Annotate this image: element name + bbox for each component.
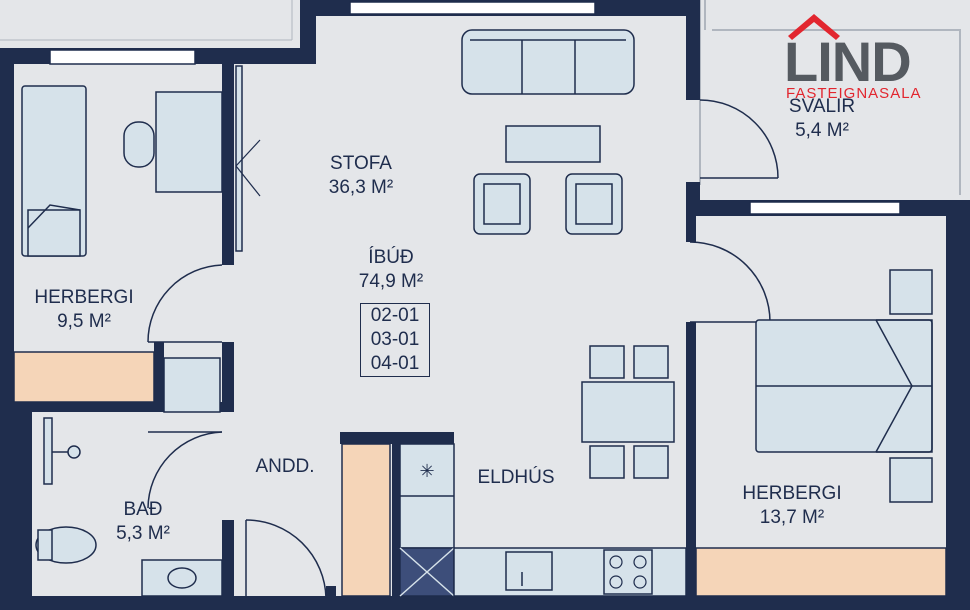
window [749, 201, 901, 215]
room-area: 9,5 M² [57, 311, 111, 332]
company-logo: LIND FASTEIGNASALA [784, 10, 934, 105]
wall [154, 342, 164, 412]
room-label-svalir: SVALIR 5,4 M² [789, 95, 855, 143]
door-swing [689, 241, 771, 323]
door-swing [147, 431, 223, 509]
room-area: 36,3 M² [328, 177, 394, 198]
closet-door [235, 65, 243, 252]
kitchen-column [341, 443, 391, 597]
wall [14, 402, 32, 600]
windows [49, 1, 901, 215]
room-name: BAÐ [123, 499, 163, 520]
room-name: HERBERGI [34, 287, 134, 308]
chair [589, 445, 625, 479]
sink [505, 551, 553, 591]
room-label-stofa: STOFA 36,3 M² [329, 152, 393, 200]
closet-lines [235, 139, 261, 197]
room-name: ELDHÚS [477, 467, 555, 488]
roof-icon [788, 14, 840, 40]
wall [300, 0, 316, 52]
room-name: ANDD. [255, 456, 315, 477]
logo-subtitle: FASTEIGNASALA [786, 85, 922, 102]
wall [222, 520, 234, 600]
chair [123, 121, 155, 168]
door-swing [147, 264, 223, 343]
furniture [13, 29, 947, 597]
room-area: 5,4 M² [795, 120, 849, 141]
chair [589, 345, 625, 379]
nightstand [889, 269, 933, 315]
room-name: HERBERGI [742, 483, 842, 504]
wall [0, 596, 970, 610]
room-area: 13,7 M² [759, 507, 825, 528]
wall [946, 200, 970, 610]
room-name: SVALIR [788, 96, 856, 117]
dining-table [581, 381, 675, 443]
wall [222, 342, 234, 412]
door-swing [699, 99, 779, 179]
chair [633, 345, 669, 379]
sofa [461, 29, 635, 95]
room-label-herbergi-right: HERBERGI 13,7 M² [742, 482, 841, 530]
wall [222, 60, 234, 265]
unit-number: 03-01 [370, 329, 420, 350]
washer [163, 357, 221, 413]
room-area: 5,3 M² [116, 523, 170, 544]
unit-number: 04-01 [370, 353, 420, 374]
logo-wordmark: LIND [784, 30, 912, 93]
wall [326, 586, 336, 610]
desk [155, 91, 223, 193]
stove [603, 549, 653, 595]
window [349, 1, 596, 15]
wall [392, 432, 400, 598]
wardrobe [13, 351, 155, 403]
apartment-label: ÍBÚÐ [368, 247, 414, 268]
unit-numbers: 02-01 03-01 04-01 [360, 303, 430, 377]
shower-rail [43, 417, 53, 485]
doors [147, 99, 779, 599]
wall [686, 322, 696, 598]
wall [0, 48, 14, 610]
burners [609, 555, 647, 589]
wall [14, 402, 154, 412]
apartment-summary: ÍBÚÐ 74,9 M² [359, 246, 423, 294]
wall [686, 0, 700, 100]
wardrobe [695, 547, 947, 597]
nightstand [889, 457, 933, 503]
wall [686, 212, 696, 242]
door-swing [245, 519, 327, 599]
window [49, 49, 196, 65]
room-label-eldhus: ELDHÚS [477, 466, 554, 490]
chair [633, 445, 669, 479]
unit-number: 02-01 [370, 305, 420, 326]
room-label-bad: BAÐ 5,3 M² [116, 498, 170, 546]
room-name: STOFA [330, 153, 392, 174]
coffee-table [505, 125, 601, 163]
room-label-andd: ANDD. [255, 455, 314, 479]
apartment-area: 74,9 M² [358, 271, 424, 292]
room-label-herbergi-left: HERBERGI 9,5 M² [34, 286, 133, 334]
snowflake-icon: ✳ [419, 461, 434, 482]
